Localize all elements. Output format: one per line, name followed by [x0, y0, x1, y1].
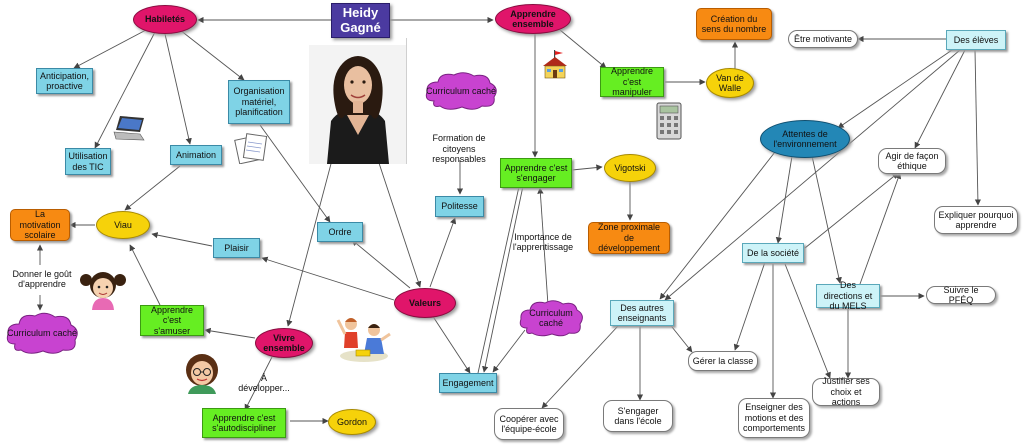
motivation-scolaire-node[interactable]: La motivation scolaire — [10, 209, 70, 241]
anticipation-node[interactable]: Anticipation, proactive — [36, 68, 93, 94]
utilisation-tic-node[interactable]: Utilisation des TIC — [65, 148, 111, 175]
agir-ethique-node[interactable]: Agir de façon éthique — [878, 148, 946, 174]
apprendre-amuser-node[interactable]: Apprendre c'est s'amuser — [140, 305, 204, 336]
portrait-photo — [309, 45, 407, 164]
apprendre-manipuler-node[interactable]: Apprendre c'est manipuler — [600, 66, 664, 97]
ordre-node[interactable]: Ordre — [317, 222, 363, 242]
cooperer-node[interactable]: Coopérer avec l'équipe-école — [494, 408, 564, 440]
vivre-ensemble-node[interactable]: Vivre ensemble — [255, 328, 313, 358]
curriculum-cache-node-2[interactable]: Curriculum caché — [424, 70, 498, 112]
zone-proximale-node[interactable]: Zone proximale de développement — [588, 222, 670, 254]
etre-motivante-node[interactable]: Être motivante — [788, 30, 858, 48]
plaisir-node[interactable]: Plaisir — [213, 238, 260, 258]
animation-node[interactable]: Animation — [170, 145, 222, 165]
teacher-icon — [180, 352, 224, 394]
map-title: Heidy Gagné — [331, 3, 390, 38]
donner-gout-label: Donner le goût d'apprendre — [12, 268, 72, 289]
organisation-node[interactable]: Organisation matériel, planification — [228, 80, 290, 124]
politesse-node[interactable]: Politesse — [435, 196, 484, 217]
justifier-node[interactable]: Justifier ses choix et actions — [812, 376, 880, 407]
gordon-node[interactable]: Gordon — [328, 409, 376, 435]
expliquer-node[interactable]: Expliquer pourquoi apprendre — [934, 206, 1018, 234]
valeurs-node[interactable]: Valeurs — [394, 288, 456, 318]
curriculum-cache-node-3[interactable]: Curriculum caché — [518, 298, 584, 338]
girl-icon — [80, 268, 126, 310]
attentes-node[interactable]: Attentes de l'environnement — [760, 120, 850, 158]
formation-citoyens-label: Formation de citoyens responsables — [432, 133, 486, 165]
calculator-icon — [656, 102, 682, 140]
viau-node[interactable]: Viau — [96, 211, 150, 239]
kids-icon — [336, 312, 392, 364]
divider-line — [406, 38, 407, 164]
curriculum-cache-label-1: Curriculum caché — [6, 327, 78, 338]
vigotski-node[interactable]: Vigotski — [604, 154, 656, 182]
van-de-walle-node[interactable]: Van de Walle — [706, 68, 754, 98]
apprendre-ensemble-node[interactable]: Apprendre ensemble — [495, 4, 571, 34]
enseigner-node[interactable]: Enseigner des motions et des comportemen… — [738, 398, 810, 438]
des-directions-node[interactable]: Des directions et du MELS — [816, 280, 880, 311]
sengager-ecole-node[interactable]: S'engager dans l'école — [603, 400, 673, 432]
des-eleves-node[interactable]: Des élèves — [946, 30, 1006, 50]
creation-sens-node[interactable]: Création du sens du nombre — [696, 8, 772, 40]
curriculum-cache-node-1[interactable]: Curriculum caché — [5, 310, 79, 356]
curriculum-cache-label-2: Curriculum caché — [425, 85, 497, 96]
suivre-pfeq-node[interactable]: Suivre le PFÉQ — [926, 285, 996, 305]
engagement-node[interactable]: Engagement — [439, 373, 497, 393]
a-developper-label: À développer... — [238, 372, 290, 393]
curriculum-cache-label-3: Curriculum caché — [529, 307, 573, 328]
apprendre-engager-node[interactable]: Apprendre c'est s'engager — [500, 158, 572, 188]
des-autres-node[interactable]: Des autres enseignants — [610, 300, 674, 326]
de-la-societe-node[interactable]: De la société — [742, 243, 804, 263]
importance-label: Importance de l'apprentissage — [512, 231, 574, 252]
habiletes-node[interactable]: Habiletés — [133, 5, 197, 34]
notes-icon — [234, 132, 268, 165]
laptop-icon — [112, 114, 146, 142]
apprendre-autodiscipliner-node[interactable]: Apprendre c'est s'autodiscipliner — [202, 408, 286, 438]
gerer-classe-node[interactable]: Gérer la classe — [688, 351, 758, 371]
school-icon — [541, 50, 569, 80]
